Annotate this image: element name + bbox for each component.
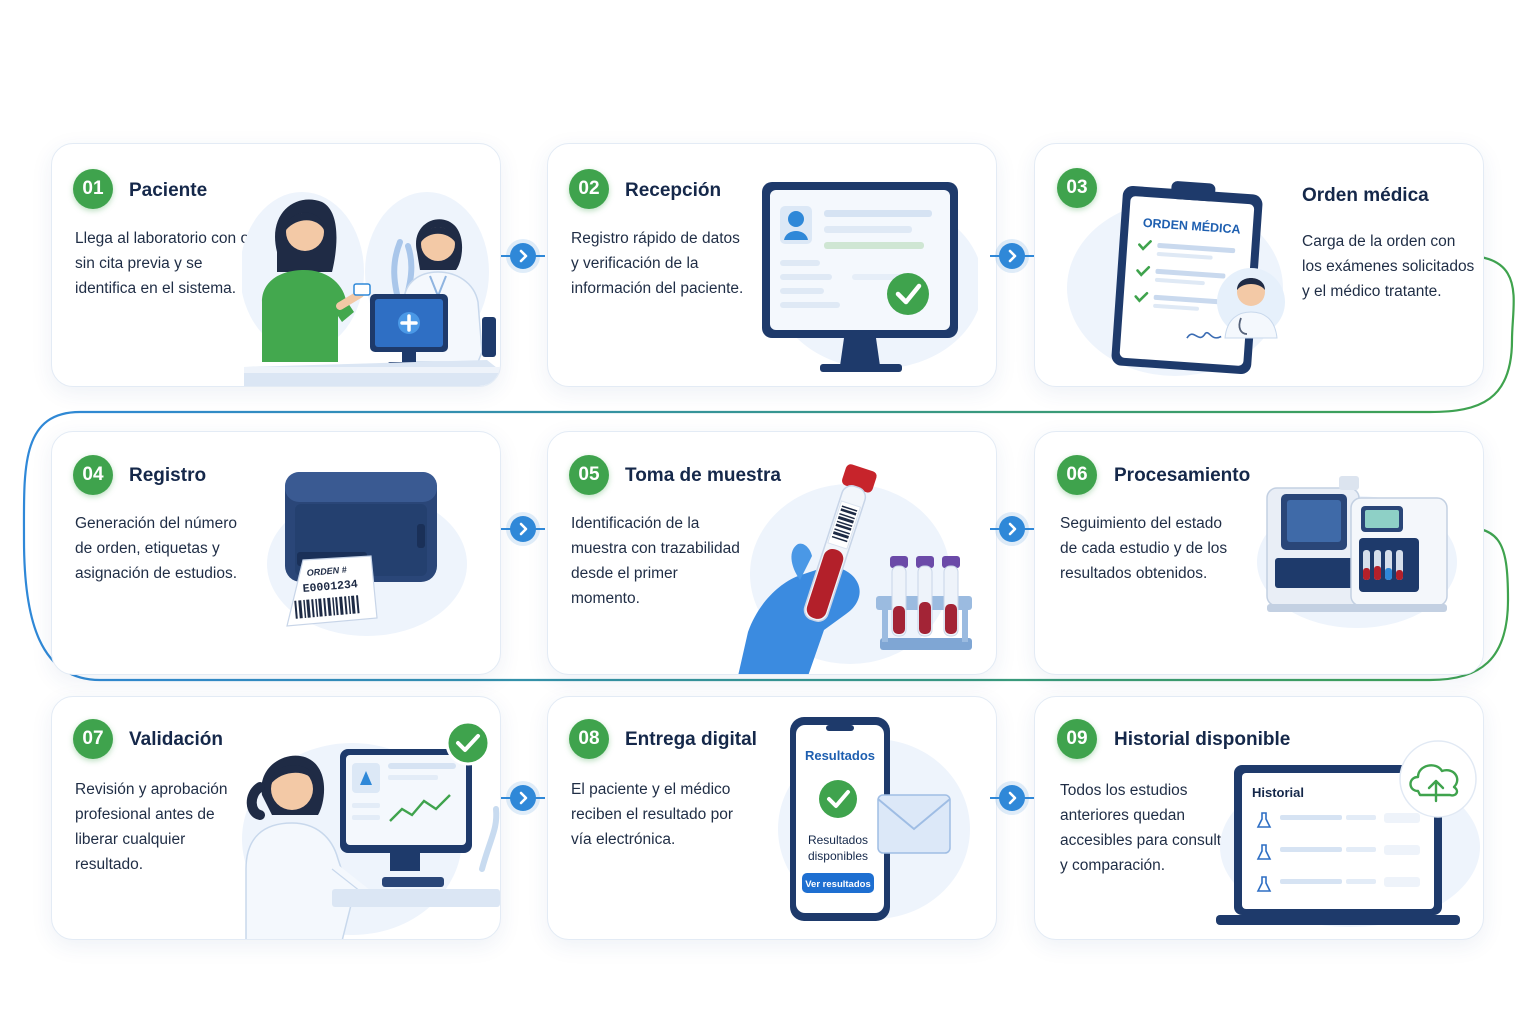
next-step-arrow <box>501 243 545 269</box>
step-card-02: 02 Recepción Registro rápido de datos y … <box>547 143 997 387</box>
step-number-badge: 01 <box>73 169 113 209</box>
step-description: Llega al laboratorio con o sin cita prev… <box>75 230 250 297</box>
chevron-right-icon <box>1008 249 1017 263</box>
order-form-title: ORDEN MÉDICA <box>1142 215 1241 237</box>
step-card-03: 03 Orden médica Carga de la orden con lo… <box>1034 143 1484 387</box>
view-results-label: Ver resultados <box>805 879 870 890</box>
email-envelope-icon <box>877 794 951 854</box>
next-step-arrow <box>990 243 1034 269</box>
step-title: Entrega digital <box>625 729 757 750</box>
step-number-badge: 06 <box>1057 455 1097 495</box>
medical-order-clipboard-illustration: ORDEN MÉDICA <box>1067 181 1285 376</box>
chevron-right-icon <box>519 791 528 805</box>
step-number-badge: 08 <box>569 719 609 759</box>
phone-status-line1: Resultados <box>808 833 868 847</box>
step-number-badge: 04 <box>73 455 113 495</box>
history-laptop-illustration: Historial <box>1216 740 1480 927</box>
step-number-badge: 03 <box>1057 168 1097 208</box>
chevron-right-icon <box>519 522 528 536</box>
digital-delivery-phone-illustration: Resultados Resultados disponibles Ver re… <box>778 717 970 921</box>
label-printer-illustration: ORDEN # E0001234 <box>267 472 467 636</box>
lab-analyzer-illustration <box>1257 476 1457 628</box>
cloud-upload-icon <box>1399 740 1477 818</box>
step-number-badge: 07 <box>73 719 113 759</box>
label-order-caption: ORDEN # <box>306 565 347 578</box>
step-title: Orden médica <box>1302 185 1429 206</box>
step-card-04: 04 Registro Generación del número de ord… <box>51 431 501 675</box>
validation-workstation-illustration <box>242 720 500 939</box>
step-description: Seguimiento del estado de cada estudio y… <box>1060 515 1228 582</box>
step-description: Identificación de la muestra con trazabi… <box>571 515 740 607</box>
step-card-07: 07 Validación Revisión y aprobación prof… <box>51 696 501 940</box>
step-number-badge: 05 <box>569 455 609 495</box>
step-description: Generación del número de orden, etiqueta… <box>75 515 238 582</box>
phone-status-line2: disponibles <box>808 849 868 863</box>
chevron-right-icon <box>1008 791 1017 805</box>
patient-reception-desk-illustration <box>242 192 500 386</box>
reception-monitor-illustration <box>762 182 978 372</box>
history-row <box>1256 876 1420 892</box>
next-step-arrow <box>990 516 1034 542</box>
step-card-09: 09 Historial disponible Todos los estudi… <box>1034 696 1484 940</box>
step-card-01: 01 Paciente Llega al laboratorio con o s… <box>51 143 501 387</box>
step-title: Validación <box>129 729 223 750</box>
chevron-right-icon <box>519 249 528 263</box>
step-card-05: 05 Toma de muestra Identificación de la … <box>547 431 997 675</box>
step-title: Historial disponible <box>1114 729 1291 750</box>
step-description: Todos los estudios anteriores quedan acc… <box>1060 782 1230 874</box>
step-title: Paciente <box>129 180 208 201</box>
laptop-header: Historial <box>1252 785 1304 800</box>
history-row <box>1256 844 1420 860</box>
step-description: Revisión y aprobación profesional antes … <box>75 781 228 873</box>
next-step-arrow <box>501 785 545 811</box>
chevron-right-icon <box>1008 522 1017 536</box>
step-description: Registro rápido de datos y verificación … <box>571 230 744 297</box>
step-number-badge: 02 <box>569 169 609 209</box>
step-description: El paciente y el médico reciben el resul… <box>571 781 733 848</box>
history-row <box>1256 812 1420 828</box>
step-description: Carga de la orden con los exámenes solic… <box>1302 233 1475 300</box>
next-step-arrow <box>990 785 1034 811</box>
step-title: Toma de muestra <box>625 465 781 486</box>
step-title: Procesamiento <box>1114 465 1251 486</box>
next-step-arrow <box>501 516 545 542</box>
sample-tube-illustration <box>738 464 972 674</box>
phone-header: Resultados <box>805 748 875 763</box>
step-title: Recepción <box>625 180 722 201</box>
step-number-badge: 09 <box>1057 719 1097 759</box>
step-title: Registro <box>129 465 207 486</box>
label-order-number: E0001234 <box>302 578 358 596</box>
step-card-08: 08 Entrega digital El paciente y el médi… <box>547 696 997 940</box>
step-card-06: 06 Procesamiento Seguimiento del estado … <box>1034 431 1484 675</box>
view-results-button[interactable] <box>802 873 874 893</box>
